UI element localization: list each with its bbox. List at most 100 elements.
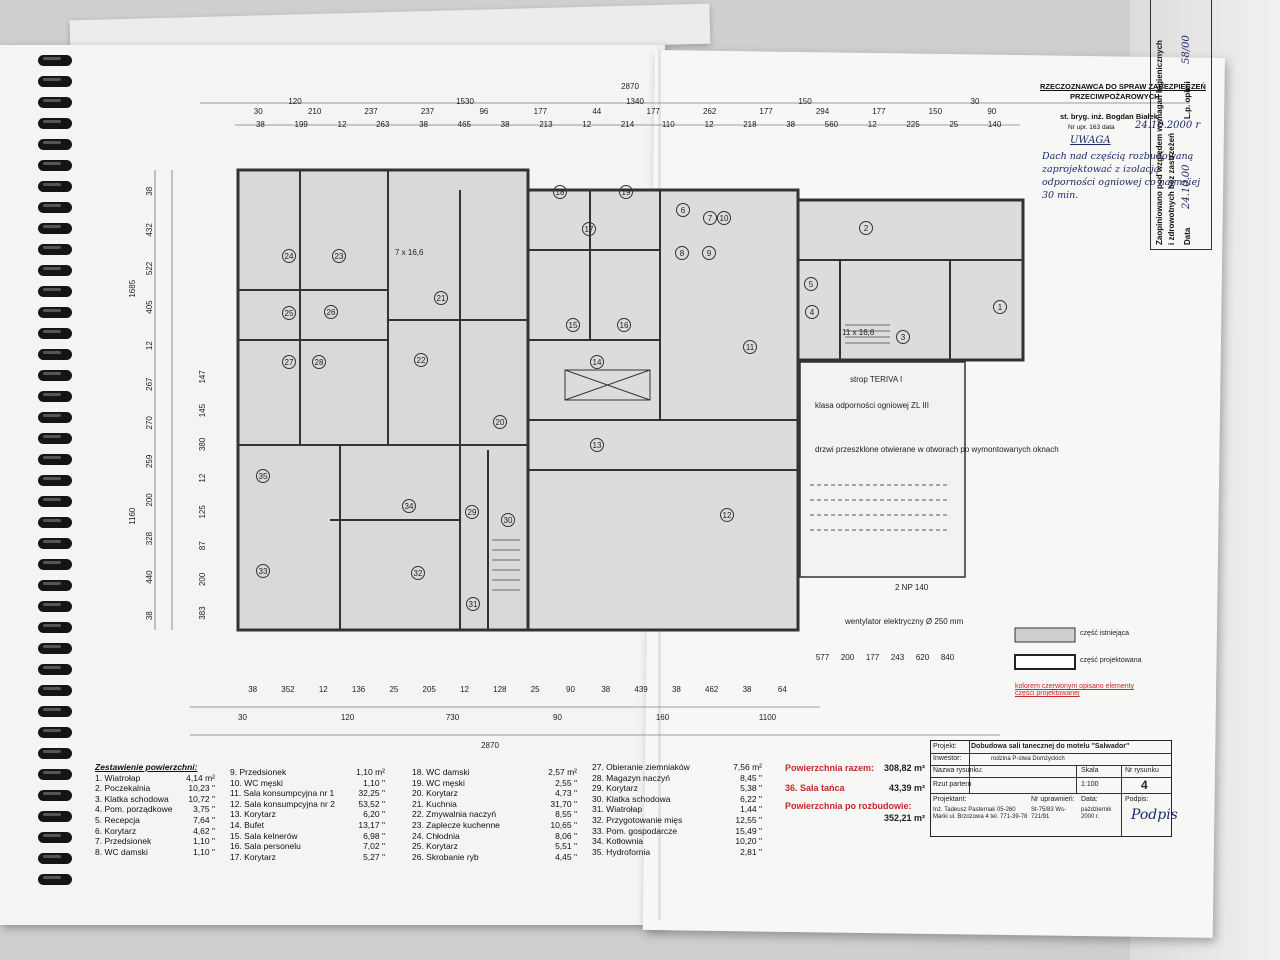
area-room-name: 17. Korytarz xyxy=(230,851,276,862)
binding-ring xyxy=(38,55,72,66)
area-room-value: 2,55 " xyxy=(555,777,577,788)
binding-ring xyxy=(38,769,72,780)
room-number: 8 xyxy=(680,249,685,258)
dimension-label: 177 xyxy=(872,107,886,116)
binding-ring xyxy=(38,307,72,318)
dimension-label: 128 xyxy=(493,685,507,694)
dimension-label: 1100 xyxy=(759,713,777,722)
dimension-label: 12 xyxy=(198,473,207,482)
room-number: 35 xyxy=(259,472,268,481)
room-marker xyxy=(332,249,346,263)
area-room-value: 4,62 " xyxy=(193,825,215,836)
dimension-label: 328 xyxy=(145,531,154,545)
area-room-name: 16. Sala personelu xyxy=(230,841,301,852)
room-marker xyxy=(465,505,479,519)
area-room-name: 4. Pom. porządkowe xyxy=(95,804,173,815)
dimension-label: 38 xyxy=(145,186,154,195)
tb-nazwa-value: Rzut parteru xyxy=(933,781,972,788)
tb-nazwa-label: Nazwa rysunku: xyxy=(933,767,983,774)
wall-right-block xyxy=(796,198,1025,362)
binding-ring xyxy=(38,328,72,339)
area-room-name: 30. Klatka schodowa xyxy=(592,793,671,804)
tb-inwestor-label: Inwestor: xyxy=(933,755,962,762)
room-number: 26 xyxy=(327,308,336,317)
area-room-value: 15,49 " xyxy=(735,825,762,836)
dimension-label: 145 xyxy=(198,403,207,417)
sala-label: 36. Sala tańca xyxy=(785,783,845,793)
binding-ring xyxy=(38,832,72,843)
title-block: Projekt: Dobudowa sali tanecznej do mote… xyxy=(930,740,1178,837)
area-room-name: 18. WC damski xyxy=(412,767,470,777)
area-room-value: 10,23 " xyxy=(188,783,215,794)
stamp-person: st. bryg. inż. Bogdan Białek xyxy=(1060,112,1158,121)
area-room-value: 1,10 " xyxy=(193,836,215,847)
room-number: 25 xyxy=(285,309,294,318)
room-marker xyxy=(553,185,567,199)
staircase-30 xyxy=(492,539,520,591)
dimension-label: 439 xyxy=(634,685,648,694)
room-number: 11 xyxy=(746,343,755,352)
total-value: 308,82 m² xyxy=(883,763,925,773)
area-room-name: 33. Pom. gospodarcze xyxy=(592,825,678,836)
dimension-label: 12 xyxy=(145,341,154,350)
stamp-permit: Nr upr. 163 data xyxy=(1068,124,1115,131)
area-room-value: 4,45 " xyxy=(555,851,577,862)
room-marker xyxy=(702,246,716,260)
dimension-label: 270 xyxy=(145,416,154,430)
annotation-drzwi: drzwi przeszklone otwierane w otworach p… xyxy=(815,445,1059,454)
area-room-value: 53,52 " xyxy=(358,798,385,809)
tb-skala-value: 1:100 xyxy=(1081,781,1099,788)
note-heading: UWAGA xyxy=(1070,135,1111,146)
staircase-3 xyxy=(845,324,890,344)
dimension-label: 560 xyxy=(825,120,839,129)
dimension-label: 522 xyxy=(145,261,154,275)
dimension-label: 96 xyxy=(479,107,488,116)
dimension-label: 160 xyxy=(656,713,670,722)
room-number: 13 xyxy=(593,441,602,450)
dimension-label: 440 xyxy=(145,570,154,584)
dimension-label: 465 xyxy=(458,120,472,129)
room-number: 10 xyxy=(720,214,729,223)
dimension-label: 87 xyxy=(198,541,207,550)
annotation-np: 2 NP 140 xyxy=(895,583,929,592)
dimension-label: 177 xyxy=(647,107,661,116)
room-marker xyxy=(896,330,910,344)
room-marker xyxy=(617,318,631,332)
dimension-label: 200 xyxy=(145,493,154,507)
area-room-value: 6,22 " xyxy=(740,793,762,804)
room-marker xyxy=(805,305,819,319)
tb-nr-label: Nr rysunku xyxy=(1125,767,1159,774)
area-room-value: 8,55 " xyxy=(555,809,577,820)
dimension-label: 30 xyxy=(971,97,980,106)
area-room-name: 13. Korytarz xyxy=(230,809,276,820)
dimension-label: 218 xyxy=(743,120,757,129)
dimension-label: 38 xyxy=(419,120,428,129)
binding-ring xyxy=(38,202,72,213)
binding-ring xyxy=(38,811,72,822)
binding-ring xyxy=(38,853,72,864)
room-marker xyxy=(493,415,507,429)
room-marker xyxy=(703,211,717,225)
dimension-label: 237 xyxy=(421,107,435,116)
binding-ring xyxy=(38,412,72,423)
dimension-label: 38 xyxy=(743,685,752,694)
binding-ring xyxy=(38,160,72,171)
sala-value: 43,39 m² xyxy=(888,783,925,793)
binding-ring xyxy=(38,265,72,276)
dimension-label: 38 xyxy=(601,685,610,694)
room-number: 1 xyxy=(998,303,1003,312)
dimension-label: 12 xyxy=(319,685,328,694)
dimension-label: 383 xyxy=(198,606,207,620)
approval-date-value: 24.10.00 xyxy=(1181,164,1192,209)
dimension-label: 177 xyxy=(866,653,880,662)
room-number: 5 xyxy=(809,280,814,289)
